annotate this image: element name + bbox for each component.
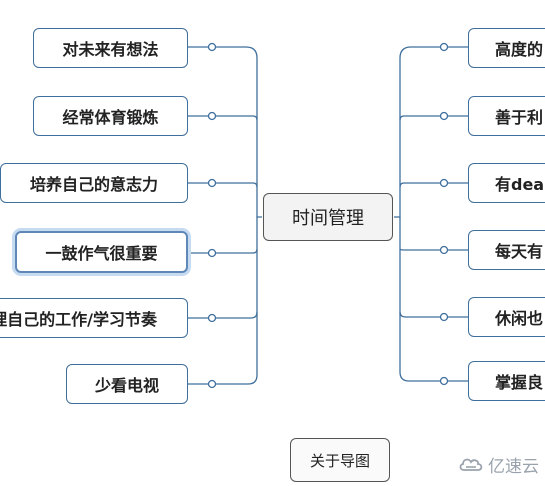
left-topic-4-selected[interactable]: 一鼓作气很重要 <box>15 231 188 273</box>
central-topic-label: 时间管理 <box>292 208 364 229</box>
topic-label: 善于利 <box>495 108 544 127</box>
collapse-dot <box>207 313 217 323</box>
left-topic-2[interactable]: 经常体育锻炼 <box>33 96 188 136</box>
topic-label: 每天有 <box>495 242 544 261</box>
left-connector-4 <box>212 248 258 254</box>
central-topic[interactable]: 时间管理 <box>263 193 393 241</box>
topic-label: 休闲也 <box>495 309 544 328</box>
right-topic-4[interactable]: 每天有 <box>468 230 545 270</box>
right-topic-1[interactable]: 高度的 <box>468 28 545 68</box>
about-map-label: 关于导图 <box>309 451 370 470</box>
collapse-dot <box>439 111 449 121</box>
watermark-text: 亿速云 <box>488 456 539 477</box>
collapse-dot <box>207 248 217 258</box>
right-connector-spine <box>394 46 444 218</box>
topic-label: 对未来有想法 <box>62 40 159 59</box>
right-topic-3[interactable]: 有dea <box>468 163 545 203</box>
left-connector-spine <box>212 46 262 218</box>
topic-label: 掌握良 <box>495 373 544 392</box>
topic-label: 高度的 <box>495 40 544 59</box>
collapse-dot <box>207 111 217 121</box>
cloud-logo-icon <box>459 458 483 471</box>
right-topic-5[interactable]: 休闲也 <box>468 297 545 337</box>
topic-label: 经常体育锻炼 <box>62 108 159 127</box>
left-connector-5 <box>212 311 258 319</box>
right-topic-2[interactable]: 善于利 <box>468 96 545 136</box>
left-topic-3[interactable]: 培养自己的意志力 <box>0 163 188 203</box>
left-connector-2 <box>212 115 258 121</box>
topic-label: 少看电视 <box>94 376 159 395</box>
topic-label: 管理自己的工作/学习节奏 <box>0 310 157 329</box>
left-connector-6 <box>212 217 258 385</box>
left-topic-6[interactable]: 少看电视 <box>66 364 188 404</box>
topic-label: 一鼓作气很重要 <box>45 244 158 263</box>
collapse-dot <box>439 178 449 188</box>
watermark-logo: 亿速云 <box>458 452 539 477</box>
left-topic-1[interactable]: 对未来有想法 <box>33 28 188 68</box>
collapse-dot <box>207 178 217 188</box>
topic-label: 培养自己的意志力 <box>29 175 158 194</box>
right-topic-6[interactable]: 掌握良 <box>468 361 545 401</box>
collapse-dot <box>207 42 217 52</box>
collapse-dot <box>439 42 449 52</box>
left-connector-3 <box>212 182 258 188</box>
topic-label: 有dea <box>495 175 545 194</box>
left-topic-5[interactable]: 管理自己的工作/学习节奏 <box>0 298 188 338</box>
collapse-dot <box>207 379 217 389</box>
about-map-button[interactable]: 关于导图 <box>290 438 390 482</box>
collapse-dot <box>439 376 449 386</box>
collapse-dot <box>439 312 449 322</box>
collapse-dot <box>439 245 449 255</box>
